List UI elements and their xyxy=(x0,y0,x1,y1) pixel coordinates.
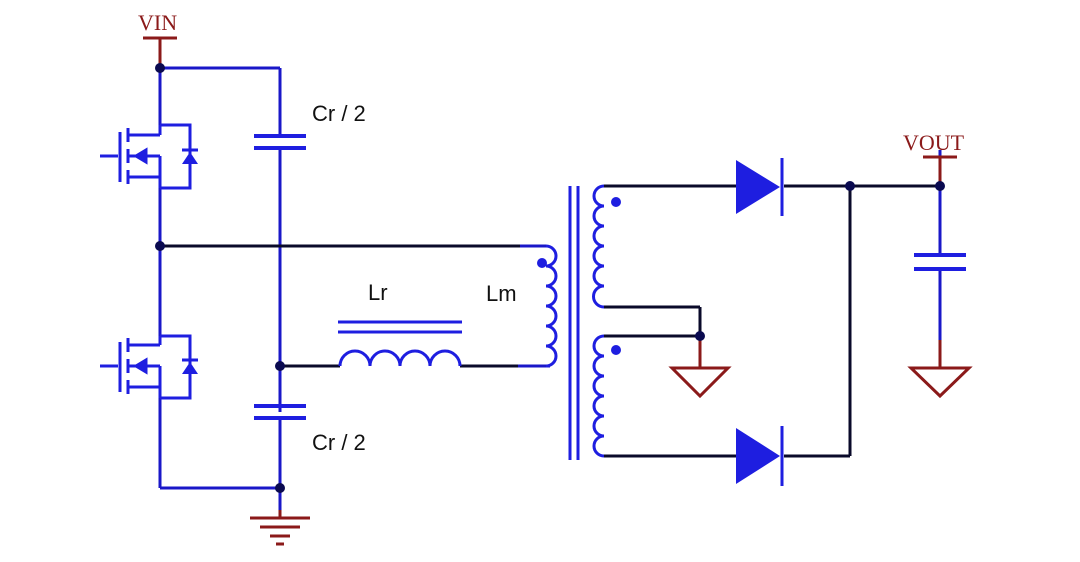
node-switch xyxy=(155,241,165,251)
vout-label: VOUT xyxy=(903,130,965,155)
node-vout xyxy=(935,181,945,191)
transformer-core xyxy=(568,186,580,460)
cr-bottom-label: Cr / 2 xyxy=(312,430,366,455)
transformer-secondary-top xyxy=(592,184,605,309)
secondary-top-polarity-dot xyxy=(611,197,621,207)
node-rectifier-out xyxy=(845,181,855,191)
mosfet-low-side xyxy=(100,334,198,400)
transformer-primary-lm xyxy=(545,244,558,368)
lm-label: Lm xyxy=(486,281,517,306)
diode-d1 xyxy=(736,158,784,216)
transformer-secondary-bottom xyxy=(592,334,605,458)
node-vin xyxy=(155,63,165,73)
ground-secondary-center xyxy=(668,340,732,399)
secondary-bottom-polarity-dot xyxy=(611,345,621,355)
node-ground xyxy=(275,483,285,493)
node-cap-mid xyxy=(275,361,285,371)
node-center-tap xyxy=(695,331,705,341)
cr-top-label: Cr / 2 xyxy=(312,101,366,126)
capacitor-output xyxy=(914,253,966,271)
capacitor-cr-top xyxy=(254,134,306,150)
primary-polarity-dot xyxy=(537,258,547,268)
diode-d2 xyxy=(736,426,784,486)
ground-primary xyxy=(250,510,310,546)
inductor-lr xyxy=(338,320,462,367)
junction-nodes xyxy=(155,63,945,493)
vin-label: VIN xyxy=(138,10,177,35)
mosfet-high-side xyxy=(100,123,198,190)
lr-label: Lr xyxy=(368,280,388,305)
ground-output xyxy=(907,340,973,399)
capacitor-cr-bottom xyxy=(254,404,306,420)
